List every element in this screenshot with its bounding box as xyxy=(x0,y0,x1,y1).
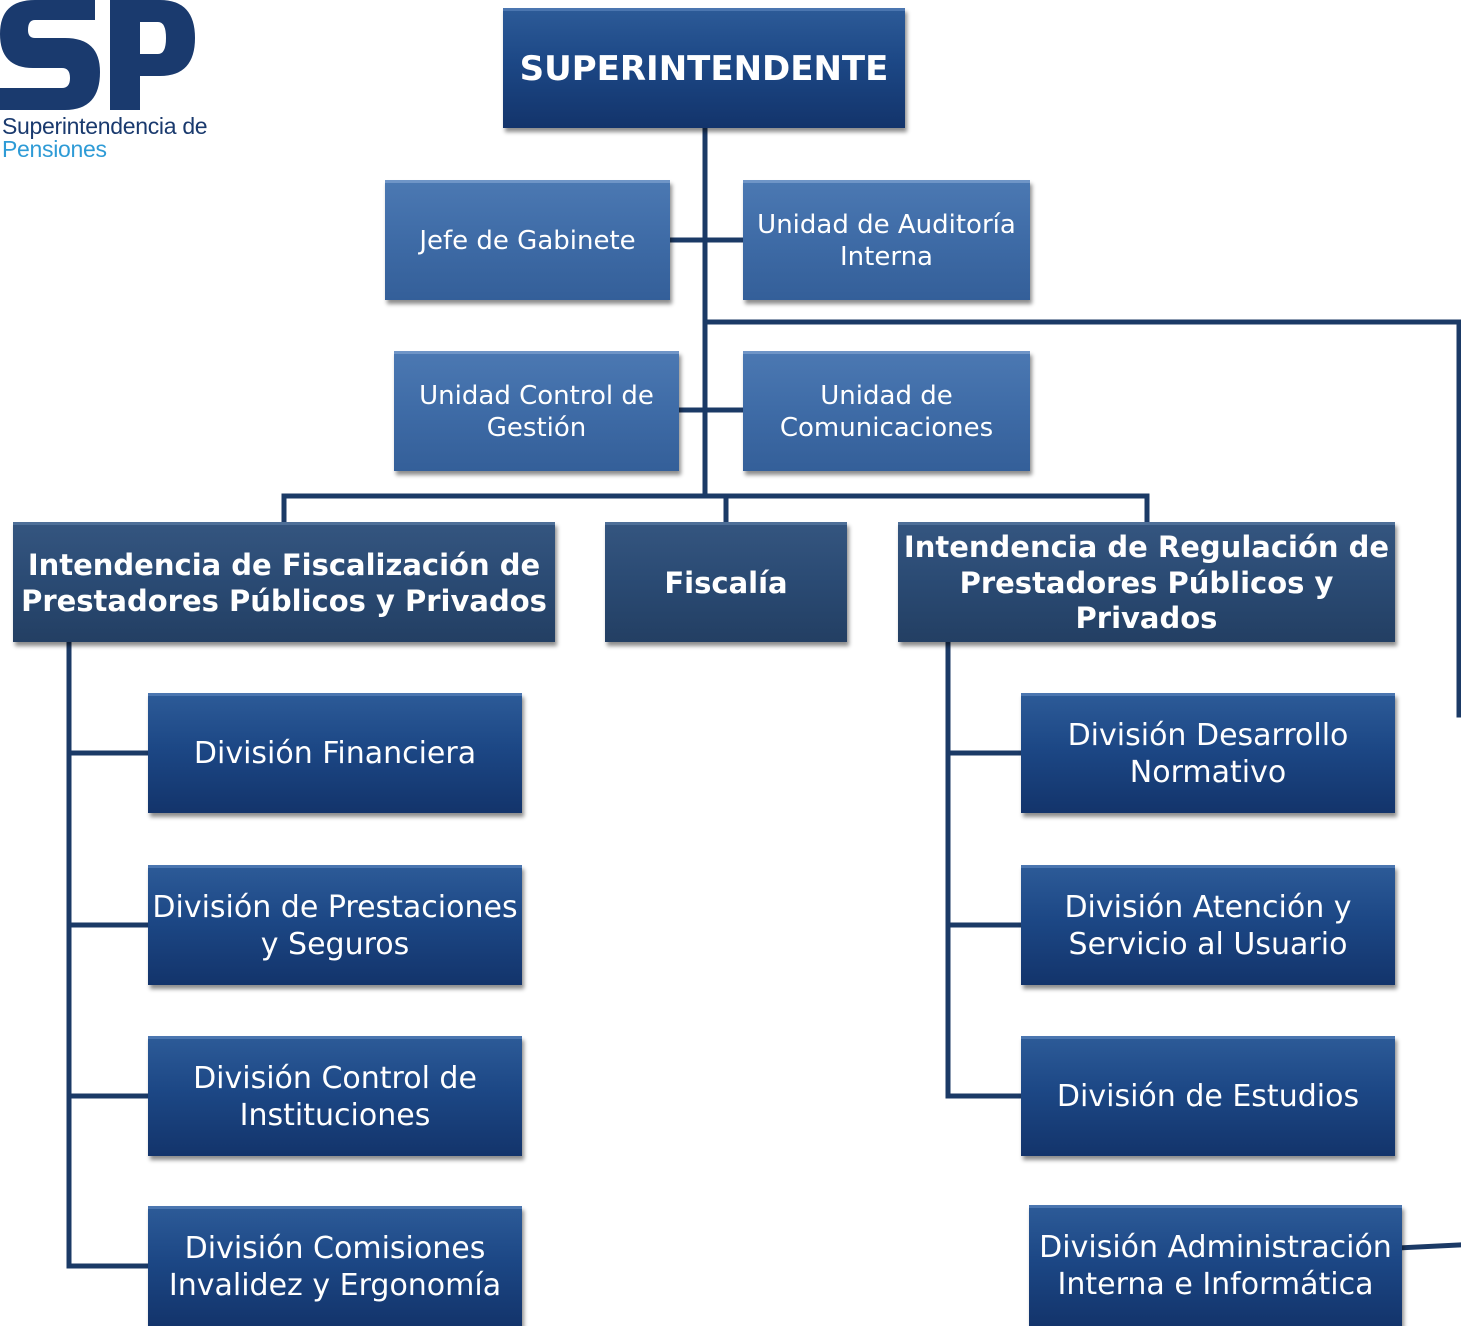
chief-of-staff-box: Jefe de Gabinete xyxy=(385,180,670,300)
division-administracion-box: División Administración Interna e Inform… xyxy=(1029,1205,1402,1326)
communications-box: Unidad de Comunicaciones xyxy=(743,351,1030,471)
logo-text-line1: Superintendencia de xyxy=(2,113,208,139)
division-financiera-box: División Financiera xyxy=(148,693,522,813)
admin-branch-line xyxy=(702,319,1461,718)
intendencia-fiscalizacion-box: Intendencia de Fiscalización de Prestado… xyxy=(13,522,555,642)
division-prestaciones-box: División de Prestaciones y Seguros xyxy=(148,865,522,985)
division-atencion-usuario-box: División Atención y Servicio al Usuario xyxy=(1021,865,1395,985)
fiscalia-box: Fiscalía xyxy=(605,522,847,642)
superintendente-box: SUPERINTENDENTE xyxy=(503,8,905,128)
sp-logo-mark xyxy=(0,0,195,110)
logo: Superintendencia de Pensiones xyxy=(0,0,250,165)
admin-branch-stub xyxy=(1395,1242,1461,1251)
internal-audit-box: Unidad de Auditoría Interna xyxy=(743,180,1030,300)
intendencia-regulacion-box: Intendencia de Regulación de Prestadores… xyxy=(898,522,1395,642)
division-control-instituciones-box: División Control de Instituciones xyxy=(148,1036,522,1156)
logo-text-line2: Pensiones xyxy=(2,136,107,162)
division-estudios-box: División de Estudios xyxy=(1021,1036,1395,1156)
division-comisiones-box: División Comisiones Invalidez y Ergonomí… xyxy=(148,1206,522,1326)
division-desarrollo-normativo-box: División Desarrollo Normativo xyxy=(1021,693,1395,813)
management-control-box: Unidad Control de Gestión xyxy=(394,351,679,471)
